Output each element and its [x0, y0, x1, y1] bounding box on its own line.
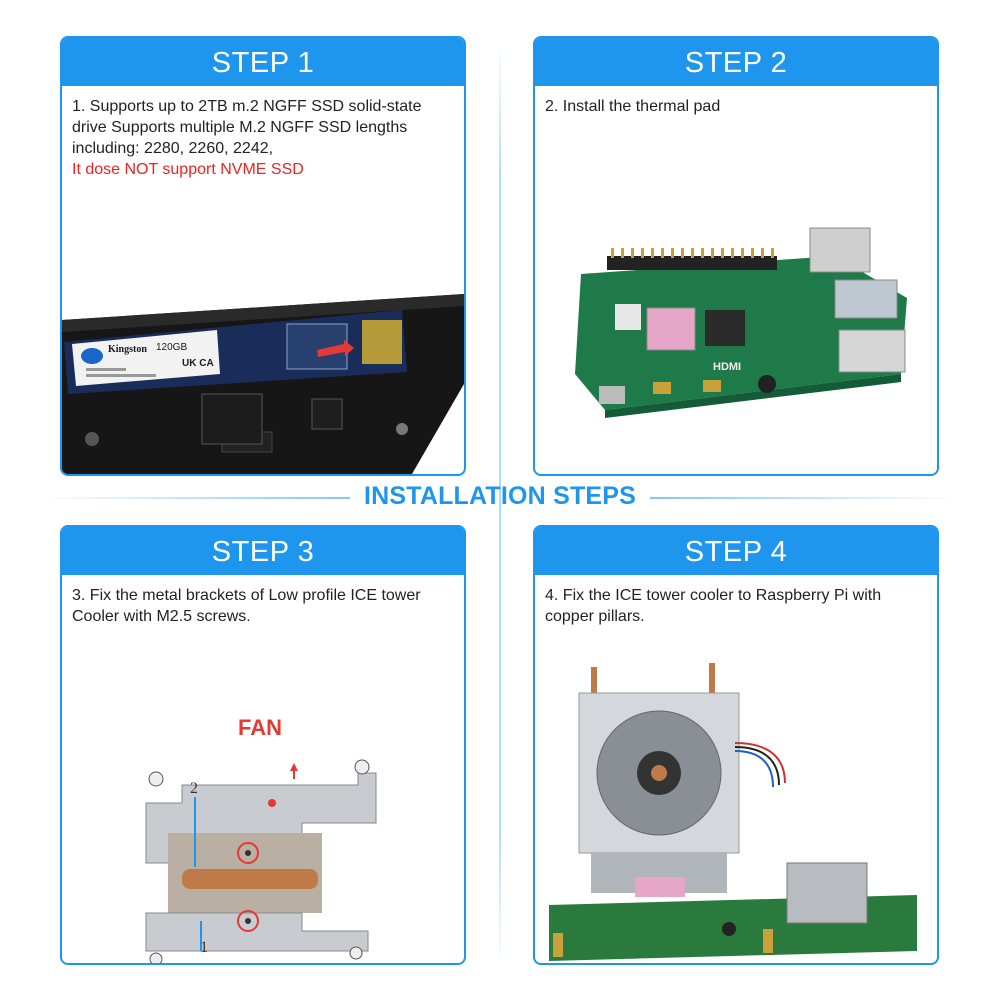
step-3-panel: STEP 3 3. Fix the metal brackets of Low …	[60, 525, 466, 965]
step-1-panel: STEP 1 1. Supports up to 2TB m.2 NGFF SS…	[60, 36, 466, 476]
ssd-adapter-image: Kingston 120GB UK CA	[62, 224, 464, 474]
divider-left	[40, 497, 350, 499]
step-3-description: 3. Fix the metal brackets of Low profile…	[62, 575, 464, 627]
screw-icon	[349, 946, 363, 960]
step-1-text: 1. Supports up to 2TB m.2 NGFF SSD solid…	[72, 98, 422, 157]
step-2-text: 2. Install the thermal pad	[545, 98, 721, 115]
screw-icon	[148, 771, 164, 787]
kingston-logo-icon	[81, 348, 103, 364]
step-2-header: STEP 2	[535, 38, 937, 86]
step-4-description: 4. Fix the ICE tower cooler to Raspberry…	[535, 575, 937, 627]
step-4-header: STEP 4	[535, 527, 937, 575]
step-3-header: STEP 3	[62, 527, 464, 575]
step-1-warning: It dose NOT support NVME SSD	[72, 161, 304, 178]
usb-port-bottom	[838, 329, 906, 373]
divider-right	[650, 497, 960, 499]
usb-port-top	[834, 279, 898, 319]
ssd-brand-label: Kingston	[108, 344, 147, 355]
step-1-header: STEP 1	[62, 38, 464, 86]
usb-ports	[786, 862, 868, 924]
ssd-capacity-label: 120GB	[156, 342, 187, 353]
cooler-installed-image	[535, 633, 937, 963]
thermal-pad	[646, 307, 696, 351]
ethernet-port	[809, 227, 871, 273]
hdmi-label: HDMI	[713, 361, 741, 373]
insert-arrow-icon	[317, 340, 354, 357]
marker-1-label: 1	[200, 939, 208, 956]
screw-icon	[354, 759, 370, 775]
step-4-panel: STEP 4 4. Fix the ICE tower cooler to Ra…	[533, 525, 939, 965]
step-1-description: 1. Supports up to 2TB m.2 NGFF SSD solid…	[62, 86, 464, 180]
page-title: INSTALLATION STEPS	[363, 482, 637, 510]
center-divider-vertical	[499, 40, 501, 970]
gpio-header	[607, 256, 777, 270]
bracket-assembly-image: FAN 2 1	[62, 663, 464, 963]
marker-2-label: 2	[190, 780, 198, 797]
heat-pipe	[182, 869, 318, 889]
step-2-description: 2. Install the thermal pad	[535, 86, 937, 117]
step-2-panel: STEP 2 2. Install the thermal pad HDMI	[533, 36, 939, 476]
audio-jack	[758, 375, 776, 393]
step-3-text: 3. Fix the metal brackets of Low profile…	[72, 587, 421, 625]
fan-label: FAN	[238, 715, 282, 740]
ssd-marking-label: UK CA	[182, 358, 214, 369]
usb-c-port	[599, 386, 625, 404]
rotate-screw-icon	[237, 910, 259, 932]
step-4-text: 4. Fix the ICE tower cooler to Raspberry…	[545, 587, 882, 625]
rotate-screw-icon	[237, 842, 259, 864]
fan-arrow-icon	[290, 763, 298, 771]
raspberry-pi-board-image: HDMI	[535, 214, 937, 474]
screw-icon	[149, 952, 163, 963]
